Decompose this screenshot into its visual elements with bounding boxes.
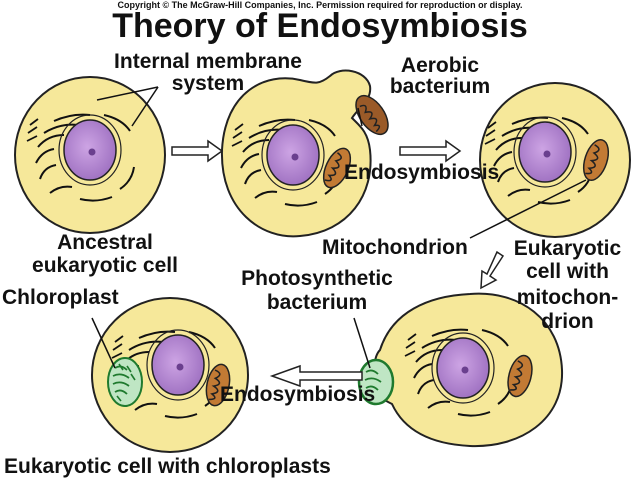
page-title: Theory of Endosymbiosis <box>112 7 528 45</box>
label-mitochon: mitochon- <box>516 286 619 309</box>
arrow-3 <box>480 250 505 290</box>
aerobic-bacterium <box>355 94 389 136</box>
label-eukaryotic: Eukaryotic <box>513 237 622 260</box>
engulfing-cell <box>220 69 389 238</box>
label-internal-membrane: Internal membrane <box>114 50 302 73</box>
label-endosymbiosis-bottom: Endosymbiosis <box>220 383 376 406</box>
label-drion: drion <box>541 310 594 333</box>
ancestral-cell <box>14 76 166 234</box>
leader-lines <box>91 86 587 369</box>
label-photosynthetic: Photosynthetic <box>241 267 393 290</box>
label-cell-with: cell with <box>526 260 609 283</box>
arrow-2 <box>399 139 462 163</box>
photosynthetic-bacterium <box>357 358 395 406</box>
label-internal-membrane-system: system <box>171 72 245 95</box>
arrow-4 <box>269 364 363 388</box>
label-photosynthetic-bacterium: bacterium <box>266 291 368 314</box>
mitochondrion-cell <box>479 82 631 238</box>
chloroplast-cell <box>91 297 249 453</box>
label-chloroplast: Chloroplast <box>2 286 119 309</box>
label-ancestral: Ancestral <box>57 231 153 254</box>
arrow-1 <box>171 139 224 163</box>
label-endosymbiosis-top: Endosymbiosis <box>344 161 500 184</box>
copyright-notice: Copyright © The McGraw-Hill Companies, I… <box>117 0 523 10</box>
label-mitochondrion: Mitochondrion <box>322 236 468 259</box>
label-ancestral-eukaryotic-cell: eukaryotic cell <box>32 254 178 277</box>
label-aerobic-bacterium: bacterium <box>389 75 491 98</box>
label-aerobic: Aerobic <box>400 54 480 77</box>
label-eukaryotic-cell-with-chloroplasts: Eukaryotic cell with chloroplasts <box>4 455 331 478</box>
engulfing-photosynthetic-cell <box>357 292 564 448</box>
